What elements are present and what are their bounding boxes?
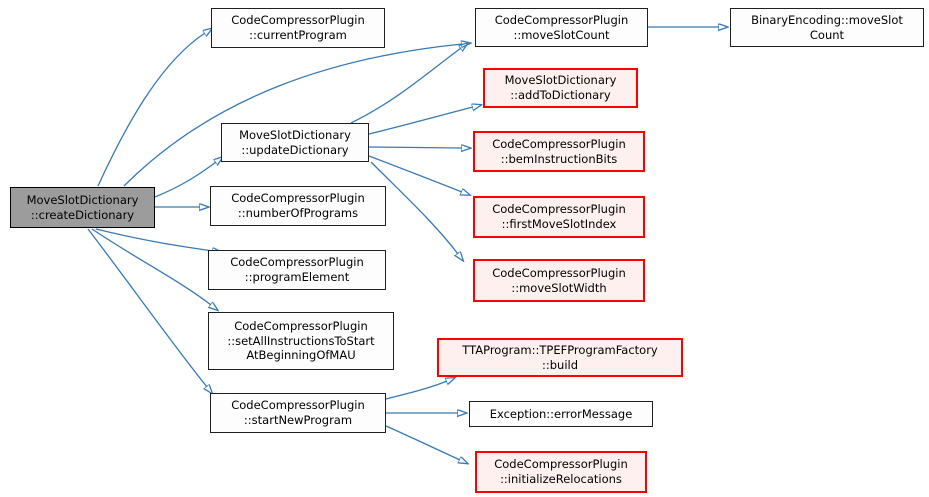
- node-numberofprograms[interactable]: CodeCompressorPlugin ::numberOfPrograms: [210, 186, 386, 226]
- edge-updateDictionary-moveSlotCount: [350, 48, 461, 124]
- edge-updateDictionary-moveSlotWidth: [370, 161, 458, 254]
- node-updatedictionary[interactable]: MoveSlotDictionary ::updateDictionary: [221, 123, 369, 162]
- edge-createDictionary-updateDictionary: [154, 162, 216, 198]
- node-programelement[interactable]: CodeCompressorPlugin ::programElement: [208, 250, 386, 290]
- edge-createDictionary-setAllInstructions: [91, 228, 211, 305]
- edge-updateDictionary-addToDictionary: [368, 107, 473, 135]
- node-moveslotcount[interactable]: CodeCompressorPlugin ::moveSlotCount: [475, 8, 648, 47]
- edge-createDictionary-startNewProgram: [87, 228, 207, 387]
- node-tpefprogramfactory-build[interactable]: TTAProgram::TPEFProgramFactory ::build: [437, 338, 683, 377]
- edge-startNewProgram-initializeRelocations: [385, 425, 460, 460]
- node-initializerelocations[interactable]: CodeCompressorPlugin ::initializeRelocat…: [475, 451, 647, 493]
- node-moveslotwidth[interactable]: CodeCompressorPlugin ::moveSlotWidth: [473, 259, 645, 302]
- node-currentprogram[interactable]: CodeCompressorPlugin ::currentProgram: [211, 8, 385, 48]
- node-firstmoveslotindex[interactable]: CodeCompressorPlugin ::firstMoveSlotInde…: [473, 196, 645, 238]
- edge-startNewProgram-build: [385, 381, 447, 400]
- node-exception-errormessage[interactable]: Exception::errorMessage: [469, 401, 653, 427]
- node-setallinstructionstostartatbeginningofmau[interactable]: CodeCompressorPlugin ::setAllInstruction…: [208, 312, 394, 370]
- edge-updateDictionary-bemInstructionBits: [368, 147, 462, 148]
- node-beminstructionbits[interactable]: CodeCompressorPlugin ::bemInstructionBit…: [473, 131, 645, 172]
- edge-createDictionary-currentProgram: [97, 33, 205, 187]
- edge-updateDictionary-firstMoveSlotIndex: [368, 155, 462, 192]
- node-startnewprogram[interactable]: CodeCompressorPlugin ::startNewProgram: [210, 393, 386, 433]
- node-createdictionary: MoveSlotDictionary ::createDictionary: [10, 187, 155, 228]
- node-binaryencoding-moveslotcount[interactable]: BinaryEncoding::moveSlot Count: [730, 8, 924, 47]
- edge-createDictionary-moveSlotCount: [123, 44, 462, 187]
- edge-createDictionary-programElement: [95, 228, 213, 251]
- node-addtodictionary[interactable]: MoveSlotDictionary ::addToDictionary: [483, 68, 638, 108]
